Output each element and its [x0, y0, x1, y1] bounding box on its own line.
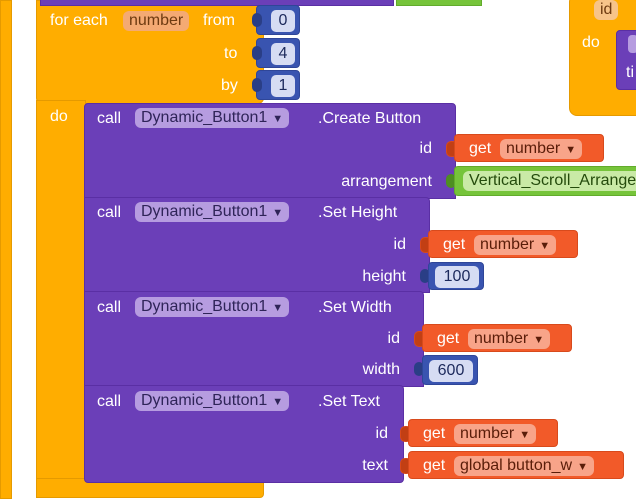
- top-partial-block: [40, 0, 394, 6]
- chevron-down-icon: ▼: [272, 302, 284, 314]
- variable-name: number: [480, 236, 535, 253]
- from-connector: [252, 13, 262, 27]
- arrangement-name: Vertical_Scroll_Arrangement: [469, 172, 636, 189]
- method-name: .Set Text: [318, 393, 380, 410]
- component-dropdown[interactable]: Dynamic_Button1 ▼: [135, 297, 290, 317]
- param-label-width: width: [362, 361, 400, 378]
- get-number-block[interactable]: get number ▼: [454, 134, 604, 162]
- get-label: get: [423, 425, 446, 442]
- arrangement-component-block[interactable]: Vertical_Scroll_Arrangement: [454, 166, 636, 196]
- loop-variable-name: number: [129, 12, 184, 29]
- event-inner-dropdown: [628, 35, 636, 53]
- call-label: call: [97, 204, 122, 221]
- variable-dropdown[interactable]: number ▼: [468, 329, 551, 349]
- variable-dropdown[interactable]: number ▼: [474, 235, 557, 255]
- param-label-id: id: [393, 236, 406, 253]
- chevron-down-icon: ▼: [272, 396, 284, 408]
- by-value[interactable]: 1: [271, 75, 295, 97]
- global-variable-name: global button_w: [460, 457, 573, 474]
- component-name: Dynamic_Button1: [141, 109, 268, 126]
- component-dropdown[interactable]: Dynamic_Button1 ▼: [135, 108, 290, 128]
- param-label-id: id: [419, 140, 432, 157]
- get-label: get: [437, 330, 460, 347]
- method-name: .Create Button: [318, 110, 422, 127]
- loop-variable-field[interactable]: number: [123, 11, 190, 31]
- method-name: .Set Height: [318, 204, 398, 221]
- chevron-down-icon: ▼: [565, 144, 577, 156]
- param-label-id: id: [375, 425, 388, 442]
- event-param-id[interactable]: id: [594, 0, 619, 20]
- chevron-down-icon: ▼: [577, 461, 588, 473]
- variable-name: number: [474, 330, 529, 347]
- height-connector: [420, 269, 430, 283]
- method-name: .Set Width: [318, 299, 392, 316]
- component-name: Dynamic_Button1: [141, 392, 268, 409]
- width-number-block[interactable]: 600: [422, 355, 478, 385]
- call-label: call: [97, 299, 122, 316]
- param-label-id: id: [387, 330, 400, 347]
- do-label: do: [50, 108, 68, 125]
- get-number-block[interactable]: get number ▼: [422, 324, 572, 352]
- chevron-down-icon: ▼: [539, 240, 551, 252]
- call-label: call: [97, 110, 122, 127]
- to-value[interactable]: 4: [271, 43, 295, 65]
- outer-block-edge: [0, 0, 12, 499]
- by-number-block[interactable]: 1: [256, 70, 300, 100]
- event-do-label: do: [582, 34, 600, 51]
- variable-dropdown[interactable]: number ▼: [500, 139, 583, 159]
- chevron-down-icon: ▼: [272, 207, 284, 219]
- component-name: Dynamic_Button1: [141, 203, 268, 220]
- event-param-id-label: id: [600, 1, 613, 18]
- top-partial-green-block: [396, 0, 482, 6]
- from-label: from: [203, 12, 235, 29]
- get-label: get: [443, 236, 466, 253]
- by-connector: [252, 78, 262, 92]
- call-label: call: [97, 393, 122, 410]
- from-value[interactable]: 0: [271, 10, 295, 32]
- from-number-block[interactable]: 0: [256, 5, 300, 35]
- width-value[interactable]: 600: [429, 360, 473, 382]
- param-label-arrangement: arrangement: [341, 173, 432, 190]
- arrangement-dropdown[interactable]: Vertical_Scroll_Arrangement: [463, 171, 636, 191]
- component-name: Dynamic_Button1: [141, 298, 268, 315]
- to-connector: [252, 46, 262, 60]
- arrangement-connector: [446, 174, 456, 188]
- height-value[interactable]: 100: [435, 266, 479, 288]
- height-number-block[interactable]: 100: [428, 262, 484, 290]
- get-label: get: [423, 457, 446, 474]
- variable-dropdown[interactable]: number ▼: [454, 424, 537, 444]
- for-each-label: for each: [50, 12, 108, 29]
- to-number-block[interactable]: 4: [256, 38, 300, 68]
- variable-name: number: [460, 425, 515, 442]
- by-label: by: [221, 77, 238, 94]
- get-label: get: [469, 140, 492, 157]
- chevron-down-icon: ▼: [533, 334, 545, 346]
- param-label-text: text: [362, 457, 388, 474]
- variable-name: number: [506, 140, 561, 157]
- param-label-height: height: [362, 268, 406, 285]
- component-dropdown[interactable]: Dynamic_Button1 ▼: [135, 202, 290, 222]
- global-variable-dropdown[interactable]: global button_w ▼: [454, 456, 594, 476]
- get-global-block[interactable]: get global button_w ▼: [408, 451, 624, 479]
- chevron-down-icon: ▼: [519, 429, 531, 441]
- width-connector: [414, 362, 424, 376]
- to-label: to: [224, 45, 238, 62]
- get-number-block[interactable]: get number ▼: [408, 419, 558, 447]
- get-number-block[interactable]: get number ▼: [428, 230, 578, 258]
- event-inner-text: ti: [626, 64, 634, 81]
- for-loop-do-arm: [36, 100, 86, 490]
- component-dropdown[interactable]: Dynamic_Button1 ▼: [135, 391, 290, 411]
- chevron-down-icon: ▼: [272, 113, 284, 125]
